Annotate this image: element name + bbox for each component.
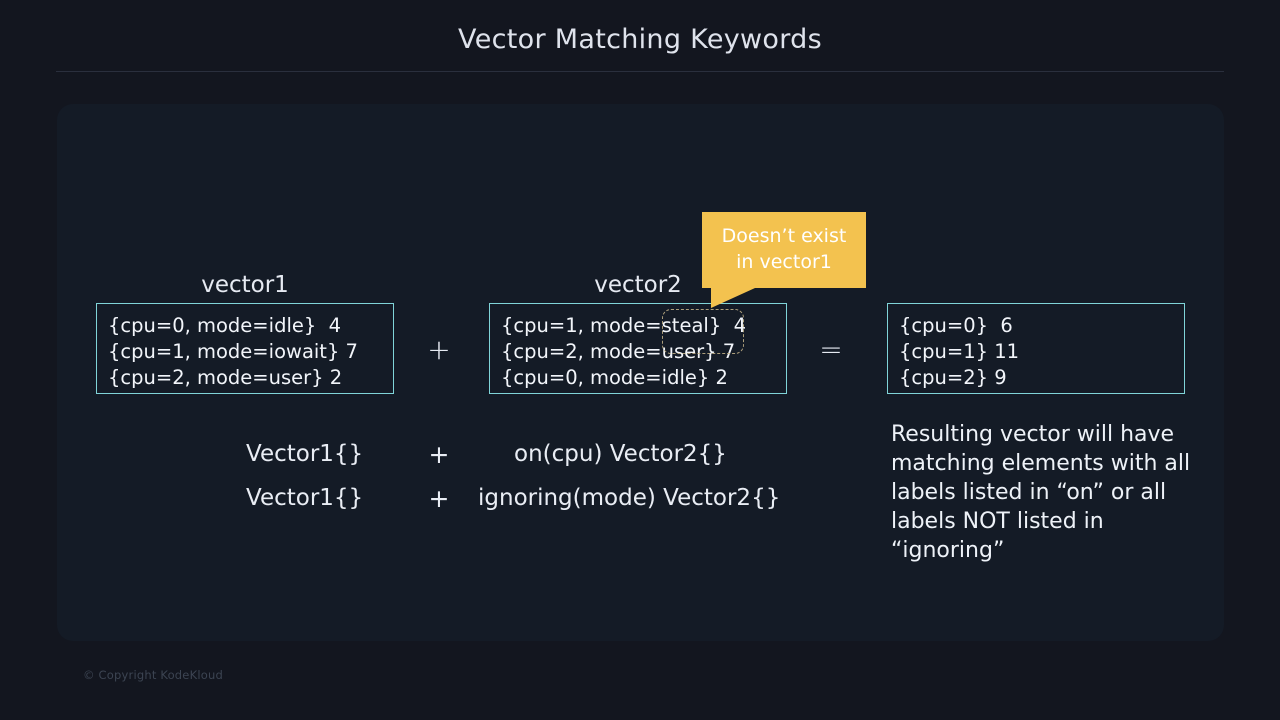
formula-row-1-operator: + <box>428 440 450 469</box>
vector2-line-3: {cpu=0, mode=idle} 2 <box>501 366 728 389</box>
callout-tail <box>711 288 755 308</box>
content-panel <box>57 104 1224 641</box>
formula-row-1-right: on(cpu) Vector2{} <box>514 441 727 467</box>
formula-row-1-left: Vector1{} <box>246 441 364 467</box>
formula-row-2-left: Vector1{} <box>246 485 364 511</box>
vector2-box: {cpu=1, mode=steal} 4 {cpu=2, mode=user}… <box>489 303 787 394</box>
vector1-line-3: {cpu=2, mode=user} 2 <box>108 366 343 389</box>
result-description: Resulting vector will have matching elem… <box>891 422 1191 563</box>
footer-copyright: © Copyright KodeKloud <box>83 668 223 682</box>
callout-bubble: Doesn’t exist in vector1 <box>702 212 866 288</box>
vector2-line-1: {cpu=1, mode=steal} 4 <box>501 314 747 337</box>
result-line-2: {cpu=1} 11 <box>899 340 1020 363</box>
callout-line-2: in vector1 <box>736 251 832 273</box>
plus-operator: + <box>427 333 451 366</box>
vector1-line-1: {cpu=0, mode=idle} 4 <box>108 314 342 337</box>
vector1-line-2: {cpu=1, mode=iowait} 7 <box>108 340 358 363</box>
result-line-1: {cpu=0} 6 <box>899 314 1013 337</box>
vector2-line-2: {cpu=2, mode=user} 7 <box>501 340 736 363</box>
vector2-heading: vector2 <box>594 272 682 298</box>
formula-row-2-operator: + <box>428 484 450 513</box>
result-line-3: {cpu=2} 9 <box>899 366 1007 389</box>
formula-row-2-right: ignoring(mode) Vector2{} <box>478 485 781 511</box>
vector1-box: {cpu=0, mode=idle} 4 {cpu=1, mode=iowait… <box>96 303 394 394</box>
page-title: Vector Matching Keywords <box>458 24 822 55</box>
title-divider <box>56 71 1224 72</box>
result-vector-box: {cpu=0} 6 {cpu=1} 11 {cpu=2} 9 <box>887 303 1185 394</box>
callout-line-1: Doesn’t exist <box>721 225 847 247</box>
vector1-heading: vector1 <box>201 272 289 298</box>
equals-operator: = <box>819 333 843 366</box>
